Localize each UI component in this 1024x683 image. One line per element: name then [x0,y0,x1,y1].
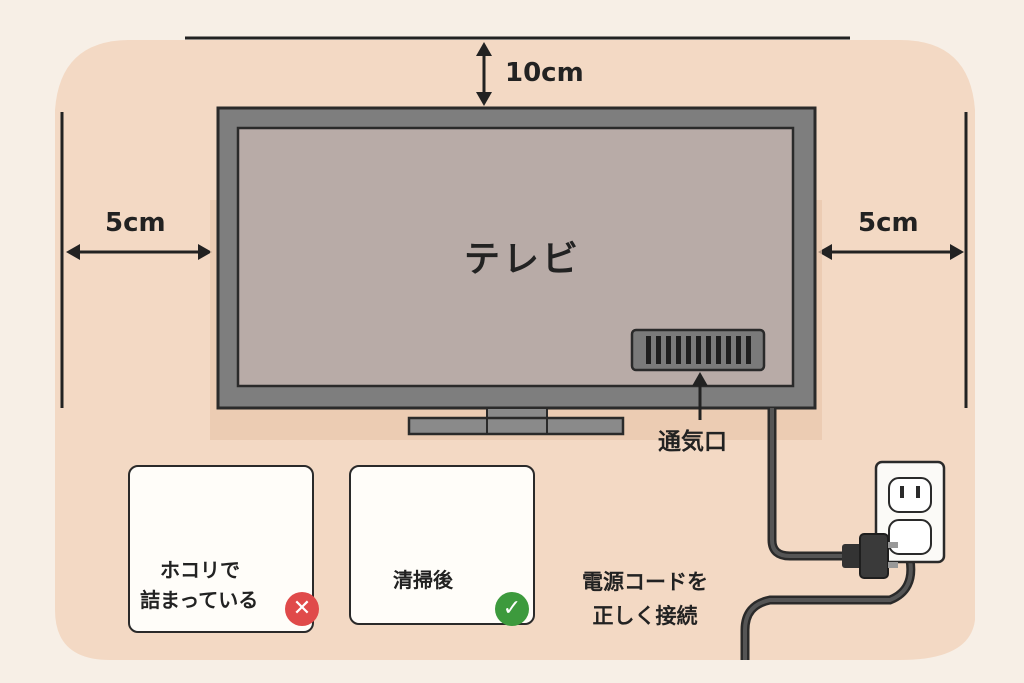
dirty-caption-line1: ホコリで [160,558,240,582]
power-cord-caption: 電源コードを 正しく接続 [582,565,708,633]
cross-icon: ✕ [285,592,319,626]
left-clearance-label: 5cm [105,208,166,238]
left-clearance-arrow [66,244,212,260]
dirty-caption-line2: 詰まっている [140,588,259,612]
clean-vent-card: 清掃後 [349,465,535,625]
tv-label: テレビ [464,239,582,280]
tv-vent-grille [630,328,766,372]
vent-label: 通気口 [658,429,727,455]
check-icon: ✓ [495,592,529,626]
right-clearance-label: 5cm [858,208,919,238]
dirty-vent-card: ホコリで 詰まっている [128,465,314,633]
dirty-vent-caption: ホコリで 詰まっている [140,555,258,615]
top-clearance-arrow [476,42,492,106]
power-plug [842,533,898,579]
power-caption-line2: 正しく接続 [592,604,698,628]
top-clearance-label: 10cm [505,58,584,88]
right-clearance-arrow [818,244,964,260]
tv-stand-base [407,416,625,436]
power-caption-line1: 電源コードを [582,570,708,594]
wall-outlet [874,460,946,564]
clean-vent-caption: 清掃後 [393,568,453,592]
vent-pointer-arrow [692,372,708,420]
